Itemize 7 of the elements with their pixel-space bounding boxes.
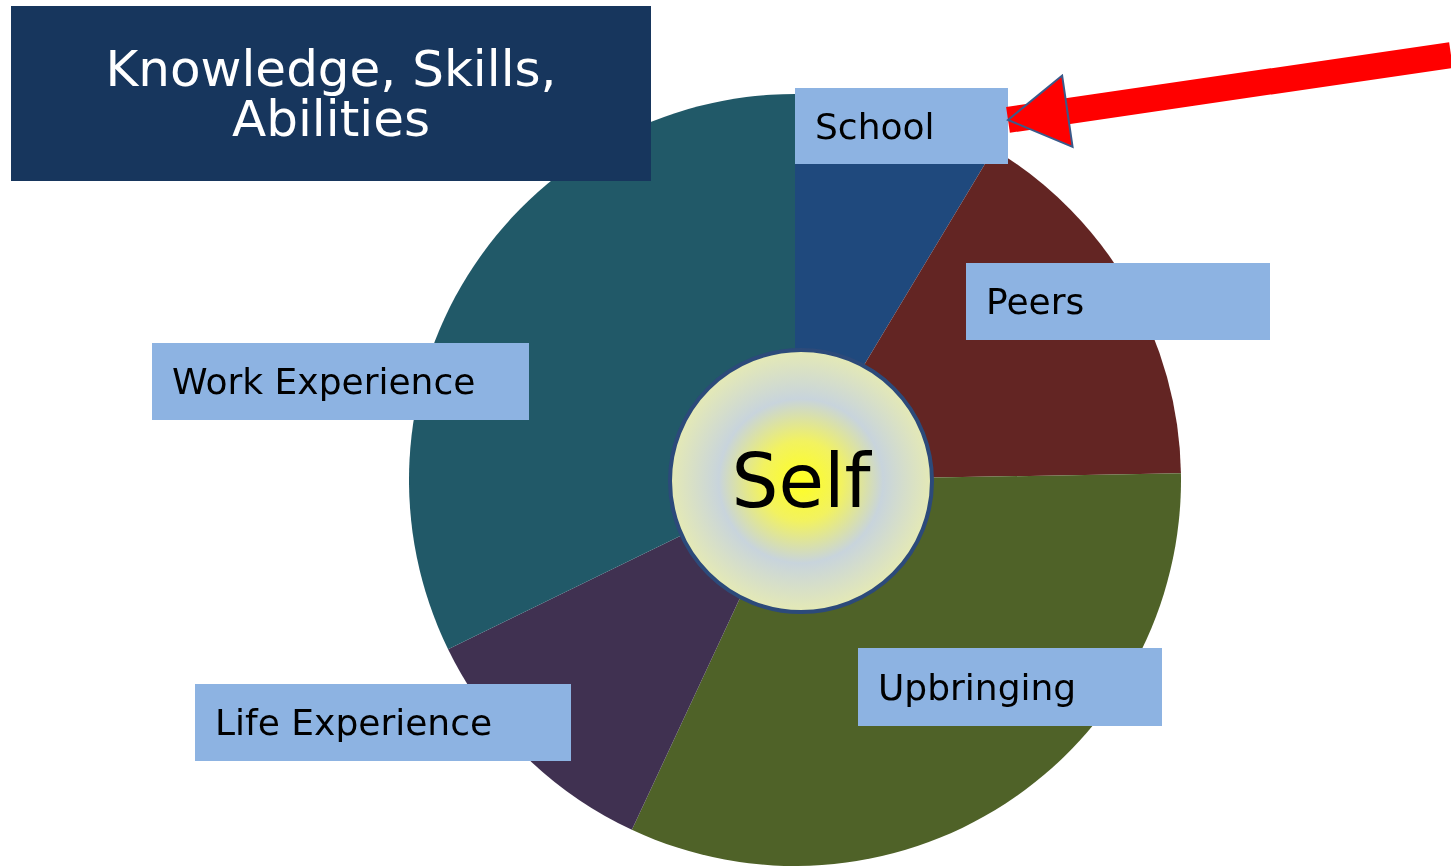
slice-label: Life Experience (195, 684, 571, 761)
slice-label: Peers (966, 263, 1270, 340)
slice-label: School (795, 88, 1008, 164)
slice-label: Work Experience (152, 343, 529, 420)
title-box: Knowledge, Skills, Abilities (11, 6, 651, 181)
arrow (1006, 42, 1451, 148)
slice-label: Upbringing (858, 648, 1162, 726)
